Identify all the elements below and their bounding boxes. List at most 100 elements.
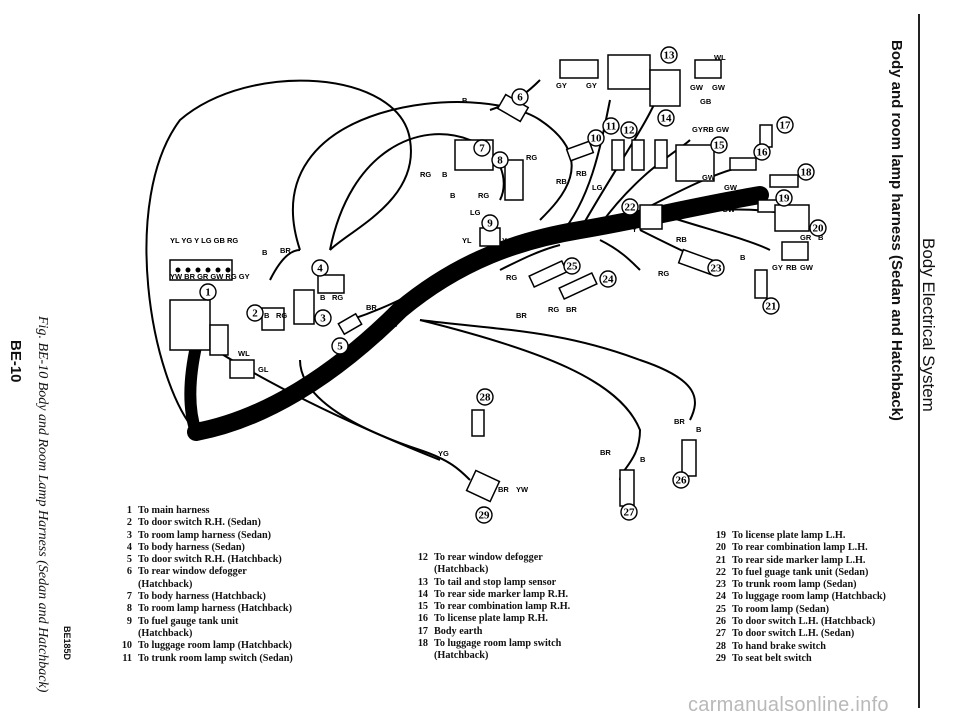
callout-5: 5 [331,337,349,355]
connector-8 [504,159,524,201]
wire-label: RG [478,191,489,200]
wire-label: RB [676,235,687,244]
callout-number: 2 [252,308,258,320]
connector-24 [558,271,598,301]
wire-label: RB [786,263,797,272]
connector-12 [631,139,645,171]
legend-number: 28 [715,640,726,652]
wire-label: GY [692,125,703,134]
legend-text: To trunk room lamp (Sedan) [732,579,857,591]
wire-label: GW [702,173,716,182]
callout-11: 11 [602,117,620,135]
connector-27 [619,469,635,507]
wire-label: YL YG Y LG GB RG [170,236,238,245]
legend-text: To door switch L.H. (Hatchback) [732,616,876,628]
wire-label: B [450,191,456,200]
legend-text: To room lamp harness (Hatchback) [138,603,292,615]
callout-number: 3 [320,313,326,325]
watermark: carmanualsonline.info [688,694,889,716]
callout-10: 10 [587,129,605,147]
legend-number: 1 [126,505,132,516]
callout-number: 14 [661,113,673,125]
wire-label: GW [712,83,726,92]
legend-text: To body harness (Hatchback) [138,591,266,603]
legend-number: 14 [417,588,428,600]
callout-number: 11 [606,121,616,133]
callout-8: 8 [491,151,509,169]
legend-column-1: 1 To main harness 2 To door switch R.H. (Se… [112,505,293,665]
legend-item: 2 To door switch R.H. (Sedan) [112,517,293,529]
callout-22: 22 [621,198,639,216]
wire-label: RB [703,125,714,134]
legend-text: To luggage room lamp (Hatchback) [138,640,292,652]
wire-label: RG [420,170,431,179]
callout-24: 24 [599,270,617,288]
callout-number: 9 [487,218,493,230]
callout-number: 27 [624,507,636,519]
wire-label: GW [800,263,814,272]
wire-label: RG [332,293,343,302]
legend-number: 15 [417,601,428,613]
wire-label: RG [658,269,669,278]
legend-number: 24 [715,591,726,603]
connector-11 [611,139,625,171]
legend-text: To license plate lamp R.H. [434,613,548,625]
callout-number: 23 [711,263,723,275]
legend-number: 26 [715,616,726,628]
legend-number: 2 [126,517,132,529]
legend-number: 18 [417,638,428,650]
legend-text: To trunk room lamp switch (Sedan) [138,652,293,664]
callout-number: 22 [625,202,637,214]
legend-text: To main harness [138,505,210,516]
legend-item: 24 To luggage room lamp (Hatchback) [706,591,886,603]
wire-label: RG [526,153,537,162]
connector-29 [465,469,501,503]
callout-number: 26 [676,475,688,487]
callout-number: 1 [205,287,211,299]
callout-3: 3 [314,309,332,327]
legend-number [408,650,428,662]
legend-text: To room lamp (Sedan) [732,603,830,615]
legend-number: 7 [126,591,132,603]
wire-label: B [262,248,268,257]
legend-number: 6 [126,566,132,578]
connector-18 [769,174,799,188]
connector-10 [565,140,595,162]
legend-text: To door switch R.H. (Sedan) [138,517,261,529]
callout-6: 6 [511,88,529,106]
wire-label: LG [592,183,603,192]
legend-number: 10 [121,640,132,652]
callout-1: 1 [199,283,217,301]
legend-number: 9 [126,615,132,627]
wire-label: GR [800,233,812,242]
legend-item: 26 To door switch L.H. (Hatchback) [706,616,886,628]
wire-label: GY [586,81,597,90]
legend-item: (Hatchback) [408,564,570,576]
connector-21 [754,269,768,299]
wire-label: RG [506,273,517,282]
wire-label: Y [502,236,507,245]
wire-label: B [392,320,398,329]
legend-text: To luggage room lamp (Hatchback) [732,591,886,603]
callout-19: 19 [775,189,793,207]
connector-gr [781,241,809,261]
connector-15 [675,144,715,182]
legend-number: 12 [417,552,428,563]
legend-number: 5 [126,554,132,566]
callout-12: 12 [620,121,638,139]
legend-number [112,579,132,591]
wire-label: B [442,170,448,179]
wire-label: BR [566,305,577,314]
legend-text: (Hatchback) [434,650,489,662]
connector-22 [639,204,663,230]
wire-label: YL [610,225,620,234]
wire-label: RB [556,177,567,186]
legend-text: To rear window defogger [434,552,543,563]
